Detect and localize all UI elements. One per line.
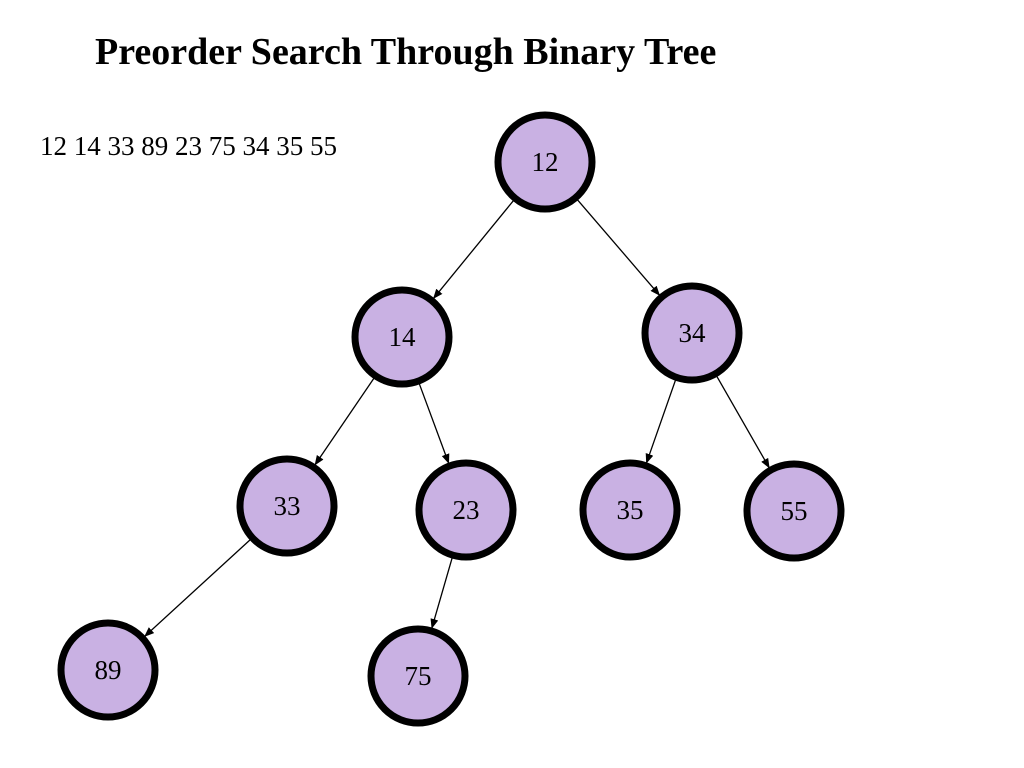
- node-circle: [641, 282, 743, 384]
- tree-node-75: 75: [367, 625, 469, 727]
- node-label: 34: [679, 318, 707, 348]
- page-title: Preorder Search Through Binary Tree: [95, 31, 717, 73]
- edge-14-to-33: [314, 377, 375, 466]
- edge-34-to-35: [645, 379, 677, 464]
- node-circle: [57, 619, 159, 721]
- node-label: 23: [453, 495, 480, 525]
- tree-node-55: 55: [743, 460, 845, 562]
- edge-33-to-89: [144, 538, 252, 637]
- edge-14-to-23: [418, 382, 450, 465]
- node-label: 35: [617, 495, 644, 525]
- node-circle: [415, 459, 517, 561]
- node-label: 75: [405, 661, 432, 691]
- node-label: 12: [532, 147, 559, 177]
- tree-node-33: 33: [236, 455, 338, 557]
- node-label: 33: [274, 491, 301, 521]
- tree-nodes: 12 14 34 33 23 35 55 89 75: [57, 111, 845, 727]
- tree-node-23: 23: [415, 459, 517, 561]
- node-circle: [236, 455, 338, 557]
- tree-node-35: 35: [579, 459, 681, 561]
- edge-23-to-75: [430, 556, 454, 629]
- node-label: 89: [95, 655, 122, 685]
- tree-node-34: 34: [641, 282, 743, 384]
- traversal-sequence: 12 14 33 89 23 75 34 35 55: [40, 131, 337, 161]
- edge-12-to-14: [433, 199, 515, 300]
- node-label: 14: [389, 322, 417, 352]
- tree-node-12: 12: [494, 111, 596, 213]
- edge-12-to-34: [576, 198, 661, 296]
- tree-edges: [144, 198, 770, 637]
- node-circle: [351, 286, 453, 388]
- node-circle: [579, 459, 681, 561]
- tree-node-89: 89: [57, 619, 159, 721]
- node-label: 55: [781, 496, 808, 526]
- node-circle: [367, 625, 469, 727]
- node-circle: [743, 460, 845, 562]
- tree-node-14: 14: [351, 286, 453, 388]
- node-circle: [494, 111, 596, 213]
- edge-34-to-55: [715, 375, 770, 469]
